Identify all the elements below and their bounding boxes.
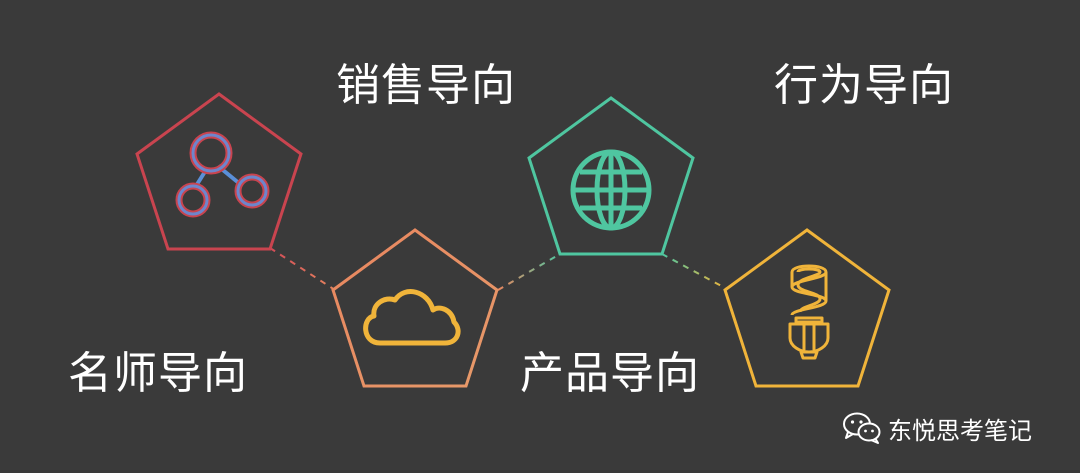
label-behavior-oriented: 行为导向: [774, 60, 954, 111]
label-product-oriented: 产品导向: [520, 348, 700, 399]
network-nodes-icon: [175, 131, 270, 218]
connector-3: [661, 253, 728, 290]
node-teacher: [135, 92, 303, 251]
connector-1: [269, 247, 336, 291]
pentagon-green: [527, 96, 695, 256]
globe-icon: [570, 149, 652, 231]
pentagon-orange: [331, 228, 499, 388]
pentagon-red: [135, 92, 303, 251]
watermark-text: 东悦思考笔记: [888, 416, 1032, 445]
label-sales-oriented: 销售导向: [336, 60, 516, 111]
node-cloud: [331, 228, 499, 388]
node-globe: [527, 96, 695, 256]
lightbulb-icon: [788, 264, 830, 360]
watermark: 东悦思考笔记: [842, 408, 1032, 448]
connector-2: [497, 253, 561, 291]
pentagon-yellow: [723, 228, 891, 388]
node-bulb: [723, 228, 891, 388]
label-teacher-oriented: 名师导向: [68, 348, 248, 399]
wechat-icon: [843, 412, 881, 444]
cloud-icon: [363, 289, 461, 346]
